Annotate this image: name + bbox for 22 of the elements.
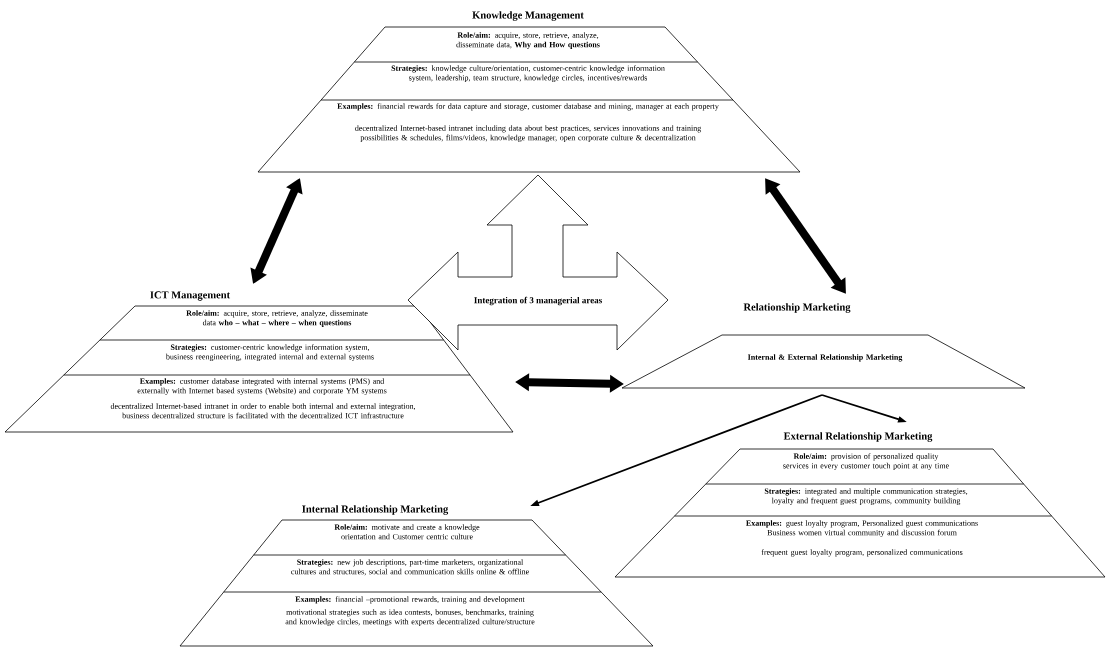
heading: Knowledge Management	[472, 11, 584, 21]
heading: Relationship Marketing	[743, 303, 851, 313]
section-text: frequent guest loyalty program, personalized communications	[761, 549, 963, 557]
section-text: Strategies: knowledge culture/orientation, customer-centric knowledge information system, leadership, team structure, knowledge circles, incentives/rewards	[391, 65, 665, 83]
heading: ICT Management	[150, 291, 231, 301]
section-text: decentralized Internet-based intranet in order to enable both internal and external integration, business decentralized structure is facilitated with the decentralized ICT infrastructure	[110, 403, 416, 419]
heading: Internal Relationship Marketing	[302, 505, 449, 515]
section-text: motivational strategies such as idea contests, bonuses, benchmarks, training and knowledge circles, meetings with experts decentralized culture/structure	[285, 609, 535, 626]
section-text: Role/aim: motivate and create a knowledge orientation and Customer centric culture	[334, 524, 480, 540]
section-text: decentralized Internet-based intranet including data about best practices, services innovations and training possibilities & schedules, films/videos, knowledge manager, open corporate culture & decentralization	[355, 125, 702, 142]
section-text: Role/aim: provision of personalized quality services in every customer touch point at any time	[783, 453, 949, 471]
section-text: Role/aim: acquire, store, retrieve, analyze, disseminate data who – what – where – when questions	[186, 310, 368, 327]
section-text: Examples: customer database integrated with internal systems (PMS) and externally with Internet based systems (Website) and corporate YM systems	[137, 378, 387, 395]
heading: External Relationship Marketing	[783, 432, 933, 442]
section-text: Examples: financial rewards for data capture and storage, customer database and mining, manager at each property	[337, 103, 719, 111]
section-text: Internal & External Relationship Marketing	[747, 354, 903, 362]
section-text: Examples: financial –promotional rewards, training and development	[295, 596, 525, 604]
section-text: Strategies: new job descriptions, part-time marketers, organizational cultures and structures, social and communication skills online & offline	[291, 559, 529, 576]
section-text: Examples: guest loyalty program, Personalized guest communications Business women virtual community and discussion forum	[746, 520, 978, 537]
section-text: Role/aim: acquire, store, retrieve, analyze, disseminate data, Why and How questions	[456, 32, 600, 49]
section-text: Strategies: customer-centric knowledge information system, business reengineering, integrated internal and external systems	[165, 344, 374, 362]
section-text: Strategies: integrated and multiple communication strategies, loyalty and frequent guest programs, community building	[764, 488, 968, 505]
